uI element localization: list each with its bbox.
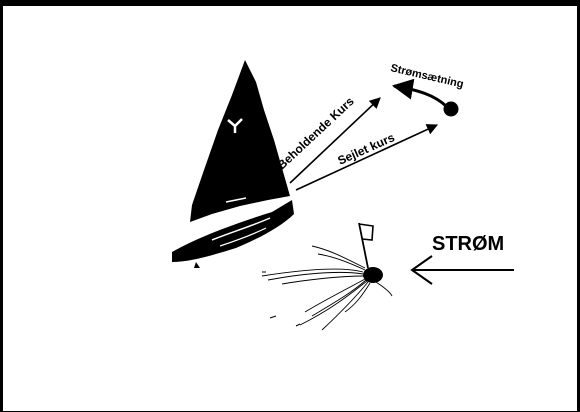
sejlet-kurs-label: Sejlet kurs [336, 130, 397, 168]
stromsaetning-arrow [394, 86, 447, 107]
current-arrow-icon [412, 256, 514, 284]
drift-point-dot [444, 102, 459, 117]
strom-label: STRØM [432, 233, 504, 255]
flag-icon [359, 223, 373, 268]
buoy-icon [262, 223, 392, 330]
